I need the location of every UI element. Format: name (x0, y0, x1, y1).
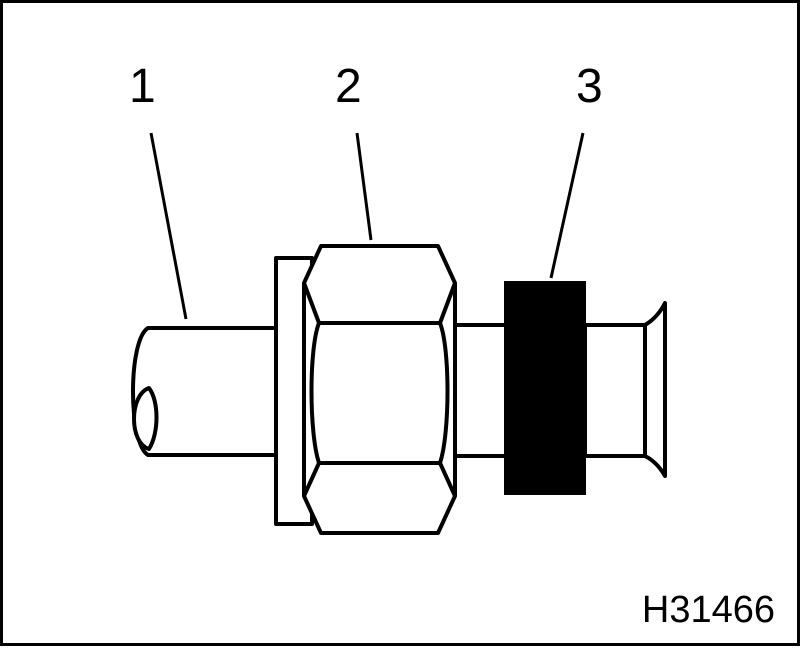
union-nut-shape (302, 244, 457, 535)
leader-line-1 (149, 132, 188, 320)
leader-line-2 (355, 132, 373, 241)
fitting-illustration (131, 132, 667, 535)
pipe-shape (131, 326, 283, 457)
sealing-ring-shape (504, 281, 586, 495)
callout-2: 2 (335, 60, 362, 113)
callout-1: 1 (129, 60, 156, 113)
connector-tube-shape (453, 323, 509, 458)
flared-end-shape (583, 301, 667, 478)
leader-line-3 (549, 132, 585, 279)
figure-code: H31466 (641, 589, 775, 631)
callout-3: 3 (576, 60, 603, 113)
